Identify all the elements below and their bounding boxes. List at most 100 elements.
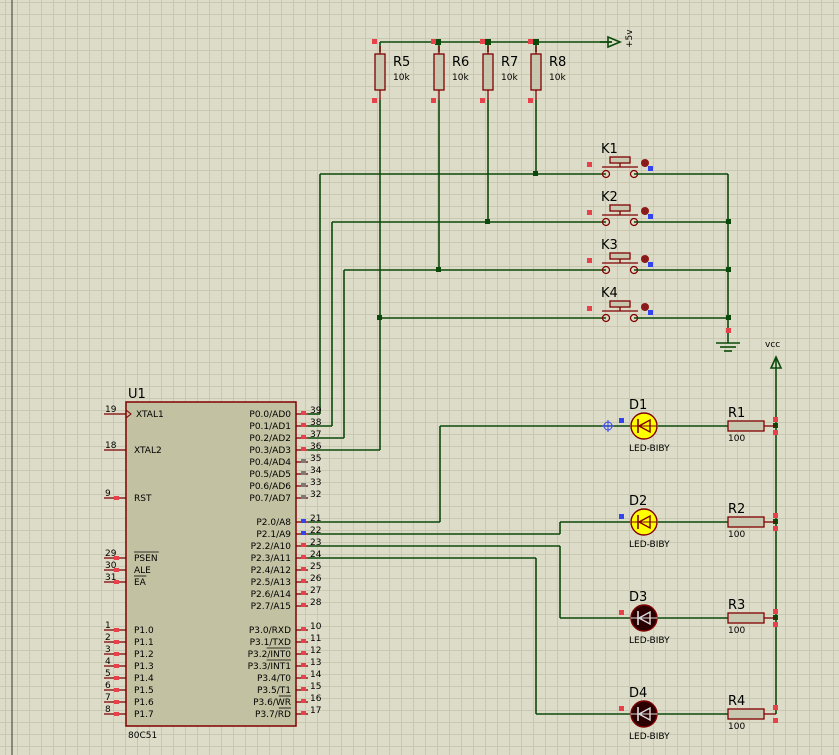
- switch-k3[interactable]: K3: [587, 238, 653, 275]
- pin-terminal[interactable]: [773, 513, 778, 518]
- pin-terminal[interactable]: [587, 210, 592, 215]
- switch-k1[interactable]: K1: [587, 142, 653, 179]
- resistor-body[interactable]: [727, 516, 765, 528]
- resistor-body[interactable]: [433, 53, 445, 91]
- resistor-body[interactable]: [727, 612, 765, 624]
- switch-actuator-icon[interactable]: [641, 303, 649, 311]
- mcu-body[interactable]: [125, 401, 297, 727]
- switch-actuator-icon[interactable]: [641, 255, 649, 263]
- pin-terminal[interactable]: [587, 258, 592, 263]
- pin-terminal[interactable]: [480, 98, 485, 103]
- ground-symbol[interactable]: [716, 328, 740, 352]
- probe-marker[interactable]: [602, 420, 614, 432]
- switch-button[interactable]: [609, 252, 631, 260]
- plus5v-terminal[interactable]: +5v: [600, 29, 635, 49]
- pin-terminal[interactable]: [773, 622, 778, 627]
- switch-actuator-icon[interactable]: [641, 159, 649, 167]
- pin-number: 29: [105, 549, 117, 559]
- vcc-terminal[interactable]: vcc: [765, 340, 783, 369]
- pin-terminal[interactable]: [431, 98, 436, 103]
- pin-number: 21: [310, 514, 321, 524]
- pin-terminal[interactable]: [773, 430, 778, 435]
- resistor-body[interactable]: [530, 53, 542, 91]
- pin-terminal[interactable]: [372, 39, 377, 44]
- switch-button[interactable]: [609, 300, 631, 308]
- switch-button[interactable]: [609, 204, 631, 212]
- pin-terminal[interactable]: [528, 98, 533, 103]
- pin-terminal[interactable]: [773, 718, 778, 723]
- pin-terminal: [114, 640, 119, 644]
- pin-terminal[interactable]: [480, 39, 485, 44]
- resistor-body[interactable]: [482, 53, 494, 91]
- pin-terminal[interactable]: [587, 306, 592, 311]
- resistor-ref: R1: [728, 406, 745, 421]
- pin-terminal[interactable]: [773, 705, 778, 710]
- resistor-body[interactable]: [727, 420, 765, 432]
- pin-terminal[interactable]: [773, 609, 778, 614]
- resistor-body[interactable]: [374, 53, 386, 91]
- pin-terminal[interactable]: [773, 526, 778, 531]
- switch-actuator-icon[interactable]: [641, 207, 649, 215]
- switch-button[interactable]: [609, 156, 631, 164]
- switch-k4[interactable]: K4: [587, 286, 653, 323]
- resistor-body[interactable]: [727, 708, 765, 720]
- pin-terminal[interactable]: [372, 98, 377, 103]
- pin-terminal[interactable]: [587, 162, 592, 167]
- pin-terminal[interactable]: [773, 417, 778, 422]
- pin-terminal[interactable]: [431, 39, 436, 44]
- switch-k2[interactable]: K2: [587, 190, 653, 227]
- pin-terminal[interactable]: [528, 39, 533, 44]
